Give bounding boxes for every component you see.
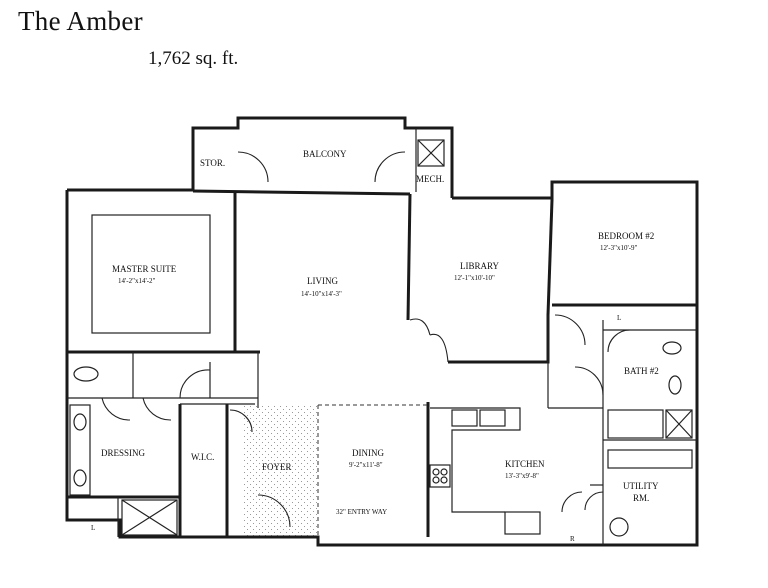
dressing-label: DRESSING — [101, 448, 146, 458]
dining-dims: 9'-2"x11'-8" — [349, 461, 383, 469]
fridge-label: R — [570, 535, 575, 543]
linen-label-1: L — [617, 314, 621, 322]
mech-label: MECH. — [416, 174, 444, 184]
kitchen-counters — [429, 407, 541, 535]
square-footage: 1,762 sq. ft. — [148, 48, 239, 69]
entry-note: 32" ENTRY WAY — [336, 508, 387, 516]
bedroom2-dims: 12'-3"x10'-9" — [600, 244, 638, 252]
bedroom2-label: BEDROOM #2 — [598, 231, 654, 241]
door-swings — [101, 151, 631, 528]
master-suite-label: MASTER SUITE — [112, 264, 177, 274]
foyer-tile-floor — [243, 405, 318, 538]
utility-label-rm: RM. — [633, 493, 649, 503]
bath-fixtures — [69, 139, 693, 537]
master-suite-dims: 14'-2"x14'-2" — [118, 277, 156, 285]
interior-walls — [67, 128, 697, 545]
plan-title: The Amber — [18, 6, 143, 36]
balcony-label: BALCONY — [303, 149, 347, 159]
storage-label: STOR. — [200, 158, 225, 168]
living-dims: 14'-10"x14'-3" — [301, 290, 342, 298]
kitchen-label: KITCHEN — [505, 459, 545, 469]
linen-label-2: L — [91, 524, 95, 532]
utility-label: UTILITY — [623, 481, 659, 491]
master-tray-ceiling — [91, 214, 211, 334]
kitchen-dims: 13'-3"x9'-8" — [505, 472, 539, 480]
exterior-walls — [65, 116, 699, 547]
library-label: LIBRARY — [460, 261, 500, 271]
wic-label: W.I.C. — [191, 452, 214, 462]
dining-label: DINING — [352, 448, 384, 458]
bath2-label: BATH #2 — [624, 366, 659, 376]
living-label: LIVING — [307, 276, 338, 286]
library-dims: 12'-1"x10'-10" — [454, 274, 495, 282]
foyer-label: FOYER — [262, 462, 292, 472]
